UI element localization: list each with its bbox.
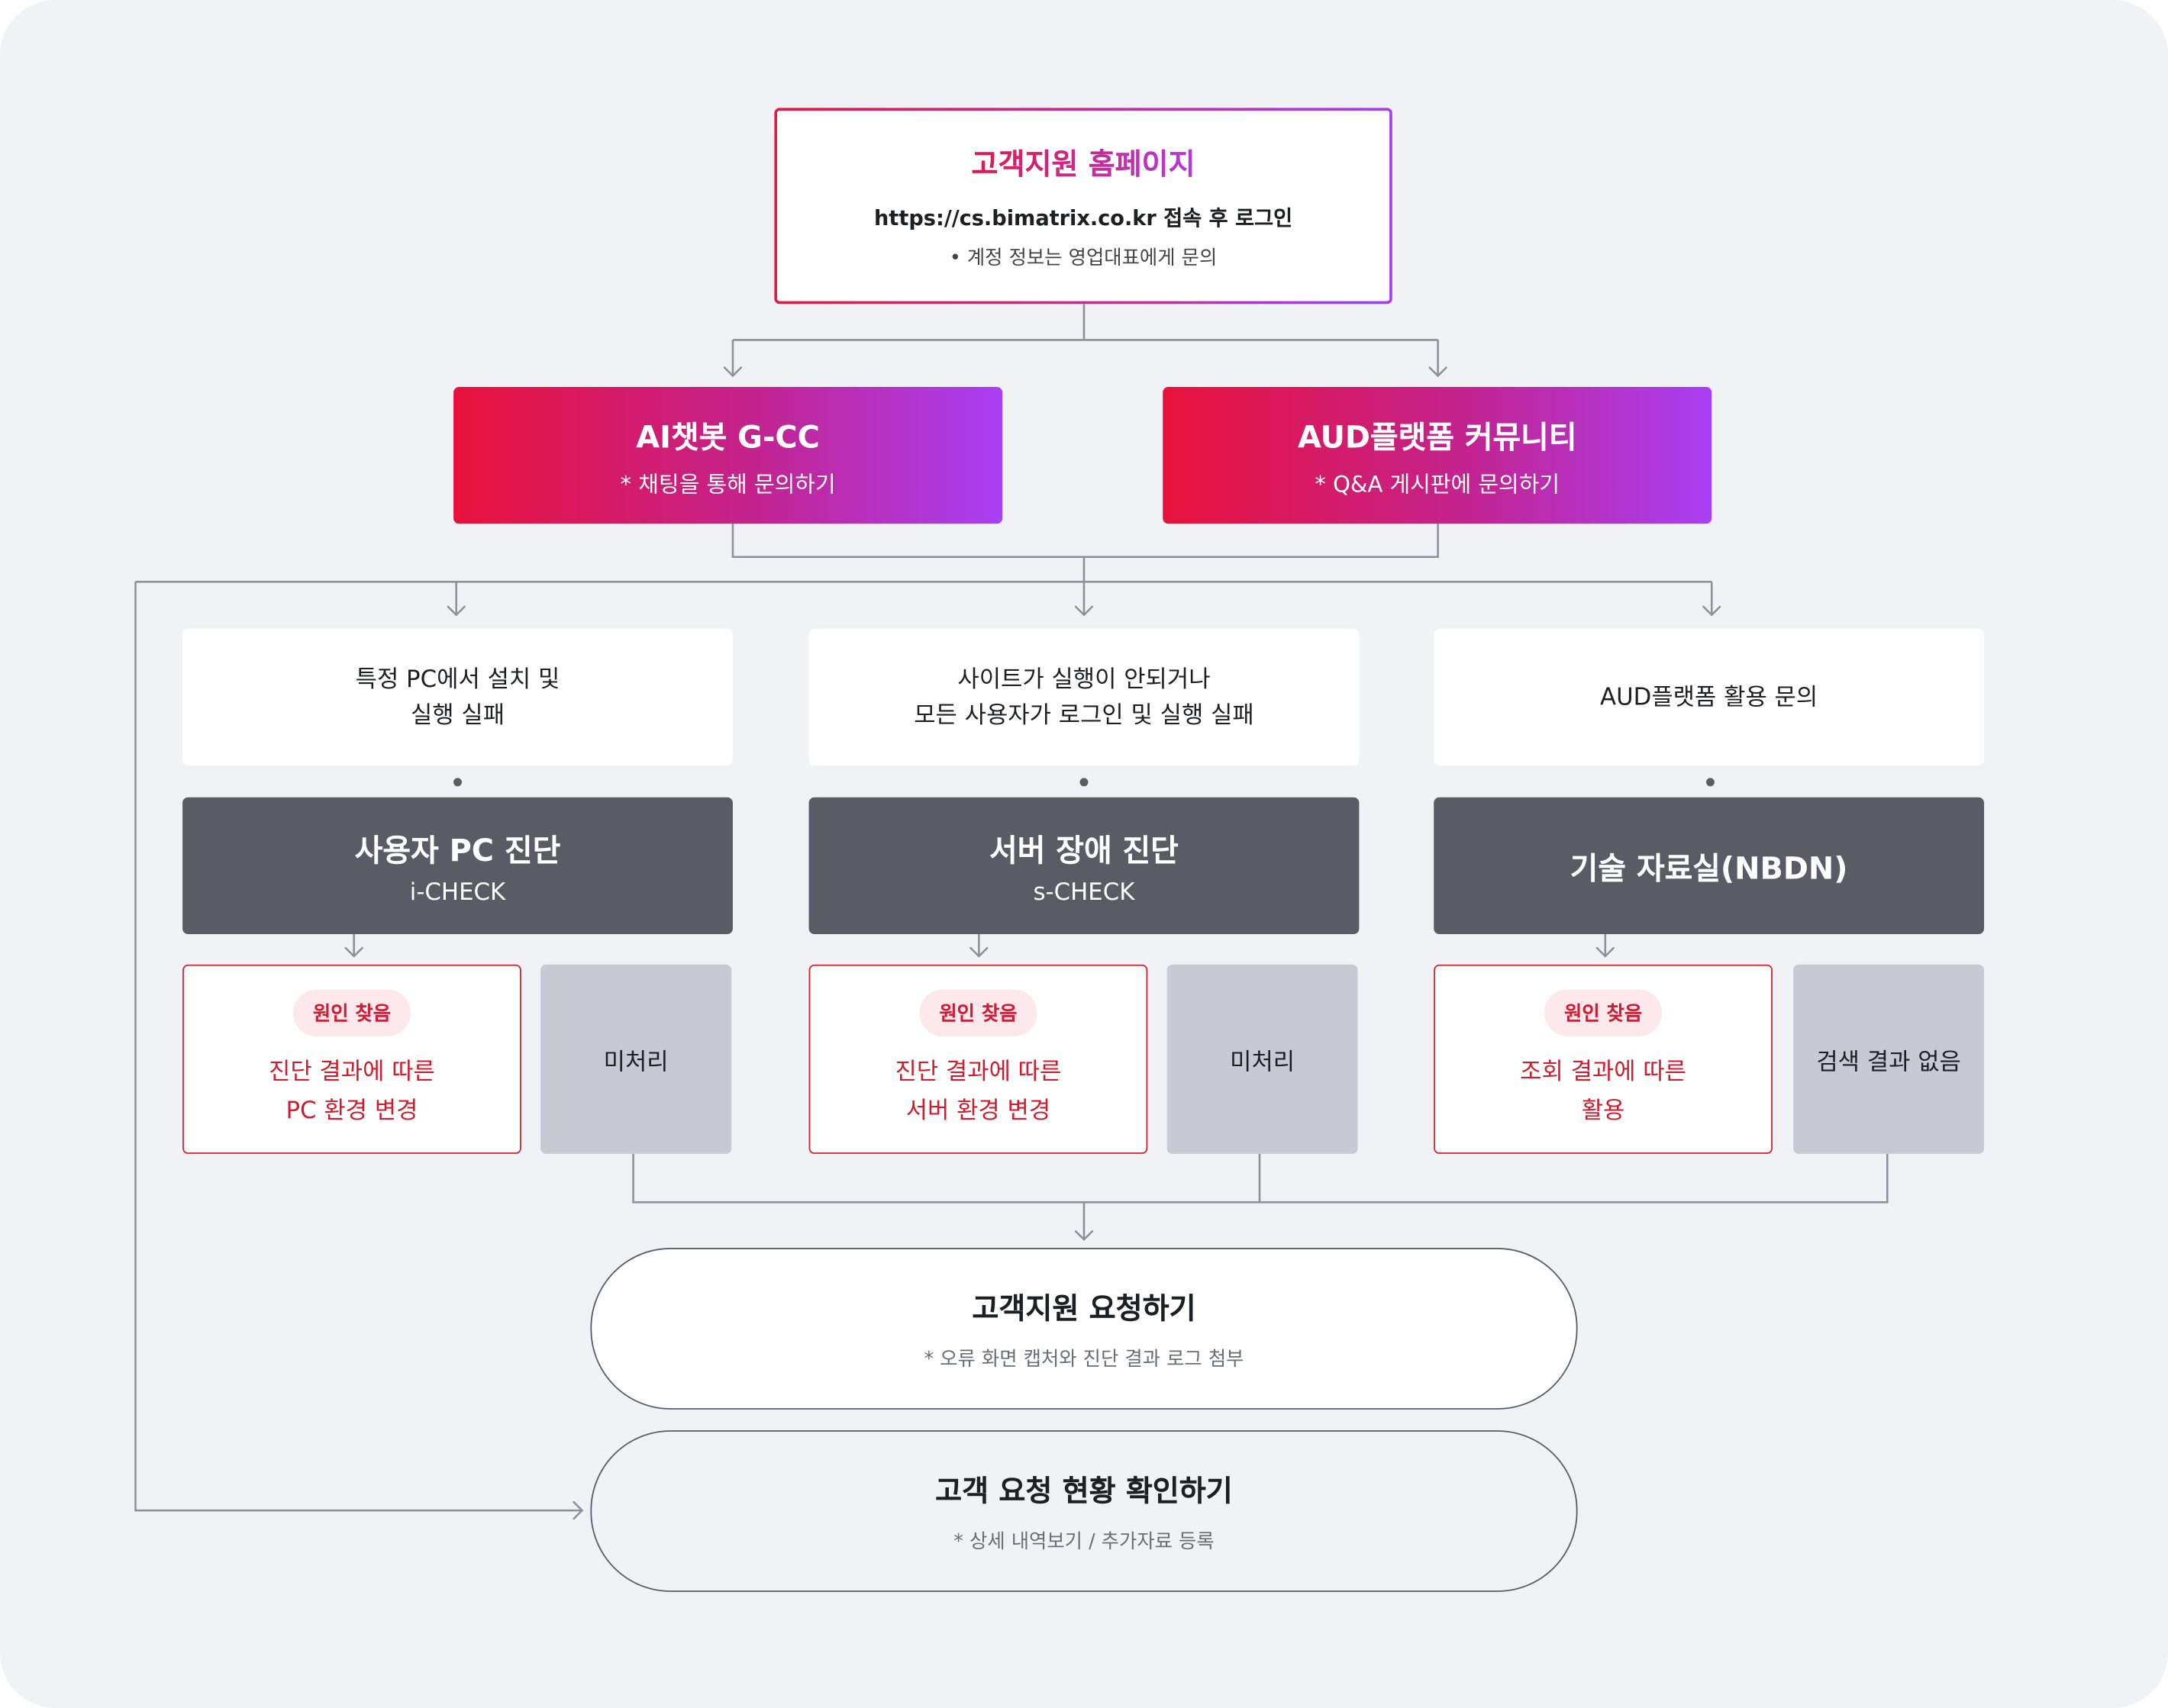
desc-line: 모든 사용자가 로그인 및 실행 실패 xyxy=(914,701,1254,730)
found-badge: 원인 찾음 xyxy=(1544,988,1662,1036)
found-line: 활용 xyxy=(1581,1096,1625,1125)
request-status-pill: 고객 요청 현황 확인하기 * 상세 내역보기 / 추가자료 등록 xyxy=(590,1430,1578,1592)
tool-title: 기술 자료실(NBDN) xyxy=(1570,852,1848,887)
desc-box-pc: 특정 PC에서 설치 및 실행 실패 xyxy=(182,628,733,766)
found-line: PC 환경 변경 xyxy=(286,1096,418,1125)
found-badge: 원인 찾음 xyxy=(293,988,411,1036)
homepage-note: • 계정 정보는 영업대표에게 문의 xyxy=(949,247,1218,269)
tool-title: 서버 장애 진단 xyxy=(989,833,1179,869)
tool-sub: s-CHECK xyxy=(1033,878,1135,906)
found-badge: 원인 찾음 xyxy=(919,988,1037,1036)
fallback-box-pc: 미처리 xyxy=(540,964,732,1154)
found-line: 서버 환경 변경 xyxy=(905,1096,1051,1125)
chatbot-title: AI챗봇 G-CC xyxy=(636,421,820,456)
request-sub: * 오류 화면 캡처와 진단 결과 로그 첨부 xyxy=(924,1348,1244,1371)
desc-line: 사이트가 실행이 안되거나 xyxy=(957,665,1211,694)
tool-title: 사용자 PC 진단 xyxy=(354,833,561,869)
desc-line: 특정 PC에서 설치 및 xyxy=(355,665,560,694)
community-box: AUD플랫폼 커뮤니티 * Q&A 게시판에 문의하기 xyxy=(1163,386,1712,524)
homepage-title: 고객지원 홈페이지 xyxy=(971,142,1195,183)
fallback-label: 미처리 xyxy=(603,1049,669,1077)
support-request-pill: 고객지원 요청하기 * 오류 화면 캡처와 진단 결과 로그 첨부 xyxy=(590,1248,1578,1410)
found-line: 조회 결과에 따른 xyxy=(1520,1058,1687,1086)
status-title: 고객 요청 현황 확인하기 xyxy=(935,1474,1233,1507)
homepage-box: 고객지원 홈페이지 https://cs.bimatrix.co.kr 접속 후… xyxy=(774,108,1392,304)
fallback-box-server: 미처리 xyxy=(1166,964,1358,1154)
desc-line: AUD플랫폼 활용 문의 xyxy=(1600,683,1818,711)
tool-box-nbdn: 기술 자료실(NBDN) xyxy=(1434,797,1985,935)
homepage-url: https://cs.bimatrix.co.kr 접속 후 로그인 xyxy=(874,205,1293,230)
community-title: AUD플랫폼 커뮤니티 xyxy=(1297,421,1577,456)
tool-box-pc: 사용자 PC 진단 i-CHECK xyxy=(182,797,733,935)
desc-box-server: 사이트가 실행이 안되거나 모든 사용자가 로그인 및 실행 실패 xyxy=(808,628,1360,766)
chatbot-sub: * 채팅을 통해 문의하기 xyxy=(620,470,836,497)
tool-box-server: 서버 장애 진단 s-CHECK xyxy=(808,797,1360,935)
found-box-nbdn: 원인 찾음 조회 결과에 따른 활용 xyxy=(1434,964,1773,1154)
tool-sub: i-CHECK xyxy=(409,878,506,906)
found-line: 진단 결과에 따른 xyxy=(268,1058,435,1086)
status-sub: * 상세 내역보기 / 추가자료 등록 xyxy=(953,1530,1215,1553)
fallback-label: 미처리 xyxy=(1230,1049,1295,1077)
desc-line: 실행 실패 xyxy=(410,701,505,730)
fallback-label: 검색 결과 없음 xyxy=(1816,1049,1961,1077)
found-box-pc: 원인 찾음 진단 결과에 따른 PC 환경 변경 xyxy=(182,964,521,1154)
found-line: 진단 결과에 따른 xyxy=(895,1058,1062,1086)
desc-box-platform: AUD플랫폼 활용 문의 xyxy=(1434,628,1985,766)
found-box-server: 원인 찾음 진단 결과에 따른 서버 환경 변경 xyxy=(808,964,1148,1154)
request-title: 고객지원 요청하기 xyxy=(972,1291,1196,1325)
chatbot-box: AI챗봇 G-CC * 채팅을 통해 문의하기 xyxy=(453,386,1003,524)
fallback-box-nbdn: 검색 결과 없음 xyxy=(1793,964,1985,1154)
community-sub: * Q&A 게시판에 문의하기 xyxy=(1315,470,1560,497)
